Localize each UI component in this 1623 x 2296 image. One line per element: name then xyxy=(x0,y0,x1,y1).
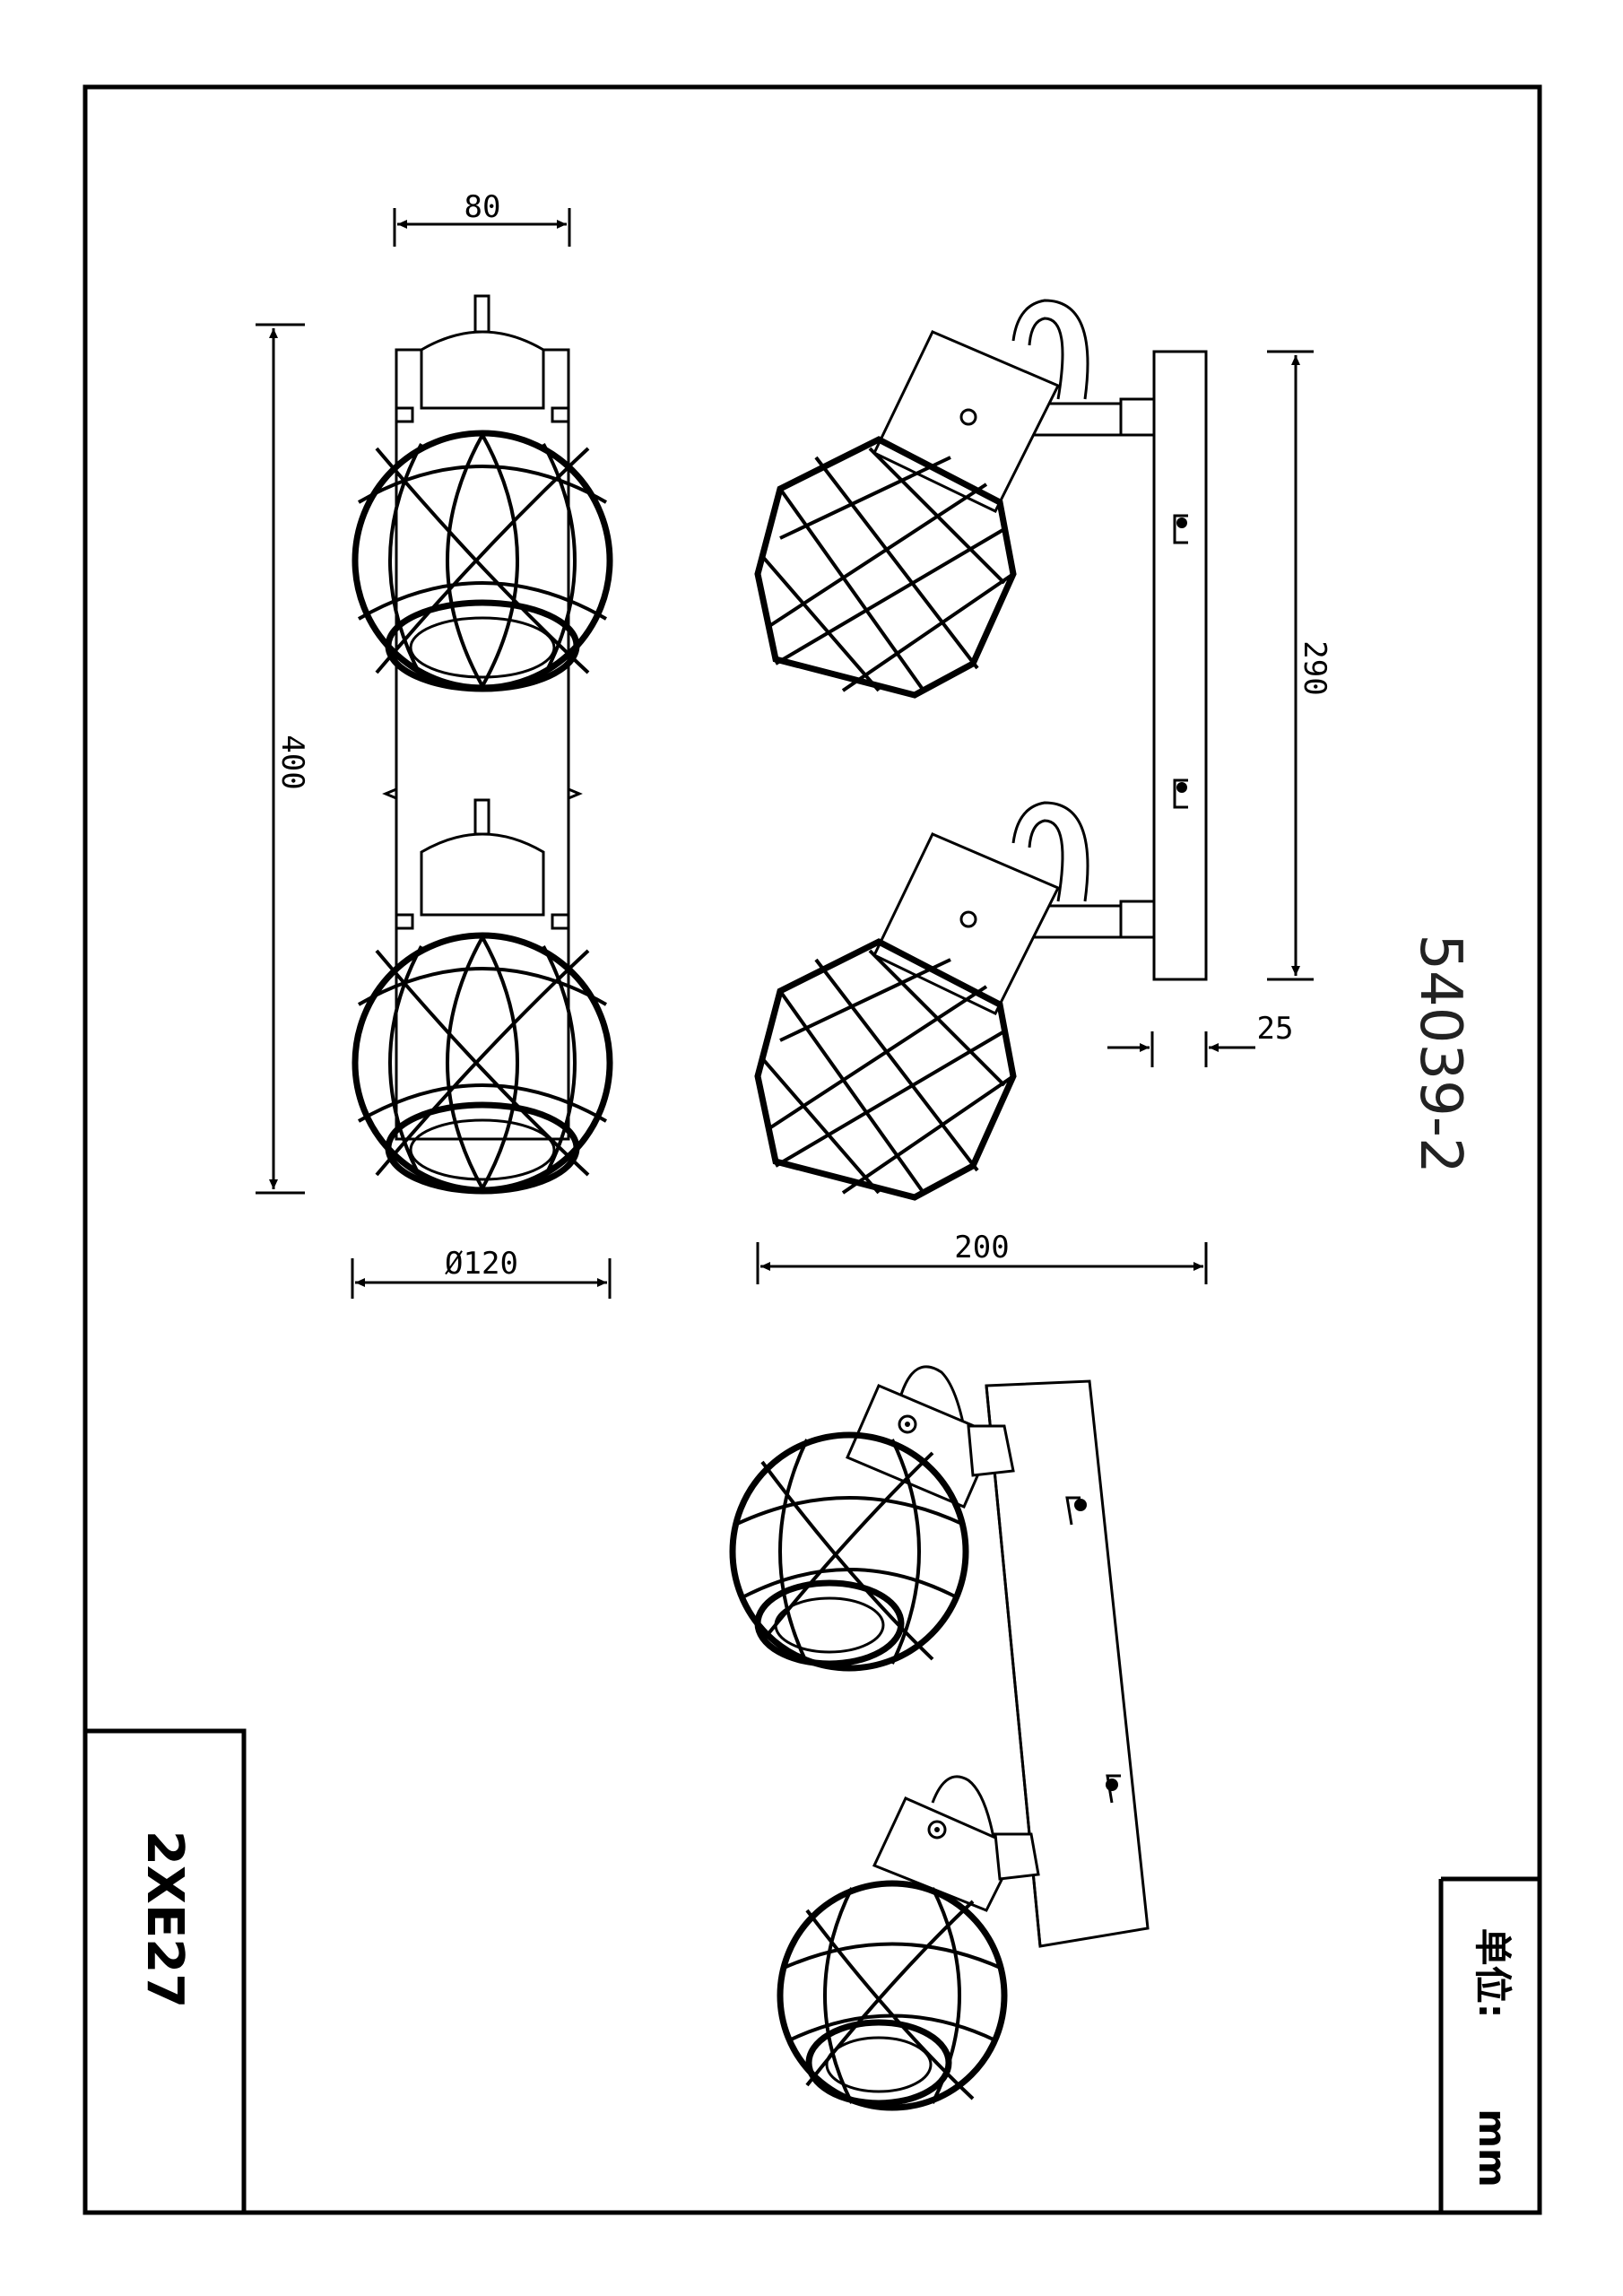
unit-label-text: 单位: xyxy=(1471,1928,1515,2019)
title-block-units: 单位: mm xyxy=(1438,1876,1540,2213)
dim-200-text: 200 xyxy=(954,1230,1009,1265)
bulb-spec-text: 2XE27 xyxy=(135,1831,194,2008)
dim-80-text: 80 xyxy=(464,189,501,225)
dim-diameter-text: Ø120 xyxy=(445,1246,518,1282)
drawing-frame xyxy=(82,84,1542,2215)
side-lamp-head-1 xyxy=(754,299,1156,699)
front-lamp-head-1 xyxy=(352,294,613,692)
model-number-text: 54039-2 xyxy=(1407,934,1473,1173)
front-view: 80 400 Ø120 xyxy=(256,189,613,1299)
dim-25-text: 25 xyxy=(1257,1011,1294,1047)
dim-400-text: 400 xyxy=(274,735,310,789)
dim-290-text: 290 xyxy=(1297,640,1332,695)
side-view: 290 25 200 xyxy=(754,299,1332,1284)
perspective-view xyxy=(729,1365,1150,2111)
perspective-lamp-head-2 xyxy=(777,1775,1040,2111)
front-lamp-head-2 xyxy=(352,798,613,1195)
unit-value-text: mm xyxy=(1471,2109,1515,2187)
title-block-bulb-spec: 2XE27 xyxy=(85,1728,247,2213)
side-lamp-head-2 xyxy=(754,801,1156,1201)
perspective-lamp-head-1 xyxy=(729,1365,1015,1672)
